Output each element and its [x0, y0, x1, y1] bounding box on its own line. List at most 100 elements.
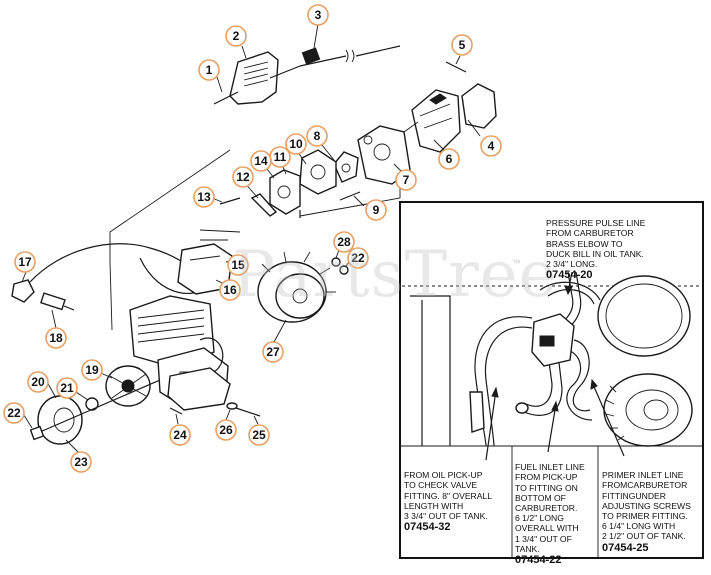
oil-pickup-note: FROM OIL PICK-UP TO CHECK VALVE FITTING.…	[404, 460, 510, 543]
screw-9[interactable]	[339, 191, 361, 201]
callout-number: 22	[7, 406, 21, 420]
oil-pickup-description: FROM OIL PICK-UP TO CHECK VALVE FITTING.…	[404, 470, 493, 522]
primer-inlet-part-number[interactable]: 07454-25	[602, 541, 649, 554]
callout-c1[interactable]: 1	[198, 59, 220, 81]
clutch-drum-20[interactable]	[37, 395, 83, 445]
callout-number: 4	[488, 139, 495, 153]
callout-c3[interactable]: 3	[307, 4, 329, 26]
callout-c28[interactable]: 28	[333, 231, 355, 253]
air-filter-cover[interactable]	[229, 51, 279, 105]
callout-c21[interactable]: 21	[56, 377, 78, 399]
heat-shield-12[interactable]	[250, 193, 278, 217]
callout-circle	[14, 251, 36, 273]
callout-number: 3	[315, 8, 322, 22]
callout-c22a[interactable]: 22	[3, 402, 25, 424]
callout-c16[interactable]: 16	[219, 279, 241, 301]
screw-24[interactable]	[169, 407, 183, 415]
pressure-pulse-part-number[interactable]: 07454-20	[546, 269, 593, 282]
primer-inlet-description: PRIMER INLET LINE FROMCARBURETOR FITTING…	[602, 470, 691, 542]
inset-tank-detail	[410, 275, 693, 447]
cylinder[interactable]	[129, 295, 215, 369]
callout-circle	[169, 424, 191, 446]
clutch-19[interactable]	[105, 365, 151, 407]
callout-c8[interactable]: 8	[306, 125, 328, 147]
screw-25-26[interactable]	[226, 402, 261, 417]
callout-c6[interactable]: 6	[438, 148, 460, 170]
cable-fitting-18[interactable]	[40, 292, 75, 311]
callout-number: 2	[233, 29, 240, 43]
callout-c18[interactable]: 18	[45, 327, 67, 349]
flywheel-nut-22[interactable]	[339, 265, 349, 275]
callout-number: 24	[173, 428, 187, 442]
callout-c10[interactable]: 10	[285, 133, 307, 155]
callout-circle	[3, 402, 25, 424]
callout-number: 10	[289, 137, 303, 151]
callout-number: 16	[223, 283, 237, 297]
callout-number: 20	[31, 375, 45, 389]
callout-circle	[27, 371, 49, 393]
callout-c4[interactable]: 4	[480, 135, 502, 157]
inset-fuel-line[interactable]	[515, 353, 563, 416]
callout-circle	[56, 377, 78, 399]
callout-c5[interactable]: 5	[451, 34, 473, 56]
callout-number: 12	[236, 170, 250, 184]
fuel-inlet-part-number[interactable]: 07454-22	[515, 554, 562, 567]
callout-number: 18	[49, 331, 63, 345]
callout-c12[interactable]: 12	[232, 166, 254, 188]
inset-oil-line[interactable]	[469, 316, 533, 447]
callout-number: 14	[254, 154, 268, 168]
callout-c2[interactable]: 2	[225, 25, 247, 47]
oil-pump[interactable]	[167, 367, 231, 411]
callout-c14[interactable]: 14	[250, 150, 272, 172]
callout-c9[interactable]: 9	[365, 199, 387, 221]
callout-c17[interactable]: 17	[14, 251, 36, 273]
callout-c27[interactable]: 27	[262, 341, 284, 363]
air-filter-element[interactable]	[461, 83, 497, 129]
callout-circle	[347, 247, 369, 269]
primer-inlet-note: PRIMER INLET LINE FROMCARBURETOR FITTING…	[602, 460, 702, 563]
callout-circle	[306, 125, 328, 147]
callout-c25[interactable]: 25	[248, 424, 270, 446]
filter-housing[interactable]	[411, 89, 461, 153]
callout-circle	[262, 341, 284, 363]
callout-c20[interactable]: 20	[27, 371, 49, 393]
callout-number: 8	[314, 129, 321, 143]
callout-circle	[227, 254, 249, 276]
callout-c7[interactable]: 7	[395, 169, 417, 191]
intake-gasket-11-14[interactable]	[269, 169, 301, 215]
flywheel-27[interactable]	[257, 251, 336, 323]
callout-number: 17	[18, 255, 32, 269]
intake-adapter-10[interactable]	[299, 149, 337, 195]
callout-number: 26	[219, 423, 233, 437]
inset-primer-line[interactable]	[566, 339, 593, 421]
cover-screw[interactable]	[213, 91, 239, 105]
callout-number: 28	[337, 235, 351, 249]
callout-c26[interactable]: 26	[215, 419, 237, 441]
screw-13[interactable]	[219, 197, 241, 205]
cable-end-17[interactable]	[11, 279, 35, 303]
callout-circle	[70, 451, 92, 473]
screw-5[interactable]	[445, 61, 467, 73]
callout-c15[interactable]: 15	[227, 254, 249, 276]
callout-circle	[480, 135, 502, 157]
callout-c23[interactable]: 23	[70, 451, 92, 473]
callout-c19[interactable]: 19	[81, 359, 103, 381]
fuel-inlet-note: FUEL INLET LINE FROM PICK-UP TO FITTING …	[515, 452, 597, 575]
callout-circle	[250, 150, 272, 172]
callout-circle	[193, 186, 215, 208]
callout-c11[interactable]: 11	[269, 146, 291, 168]
callout-number: 27	[266, 345, 280, 359]
nut-22[interactable]	[29, 425, 45, 441]
carburetor-gasket-8[interactable]	[333, 151, 359, 183]
oil-pickup-part-number[interactable]: 07454-32	[404, 521, 451, 534]
choke-knob[interactable]	[301, 47, 321, 65]
callout-circle	[438, 148, 460, 170]
callout-c24[interactable]: 24	[169, 424, 191, 446]
callout-c22b[interactable]: 22	[347, 247, 369, 269]
callout-number: 21	[60, 381, 74, 395]
inset-carburetor[interactable]	[531, 313, 575, 367]
callout-c13[interactable]: 13	[193, 186, 215, 208]
callout-circle	[365, 199, 387, 221]
